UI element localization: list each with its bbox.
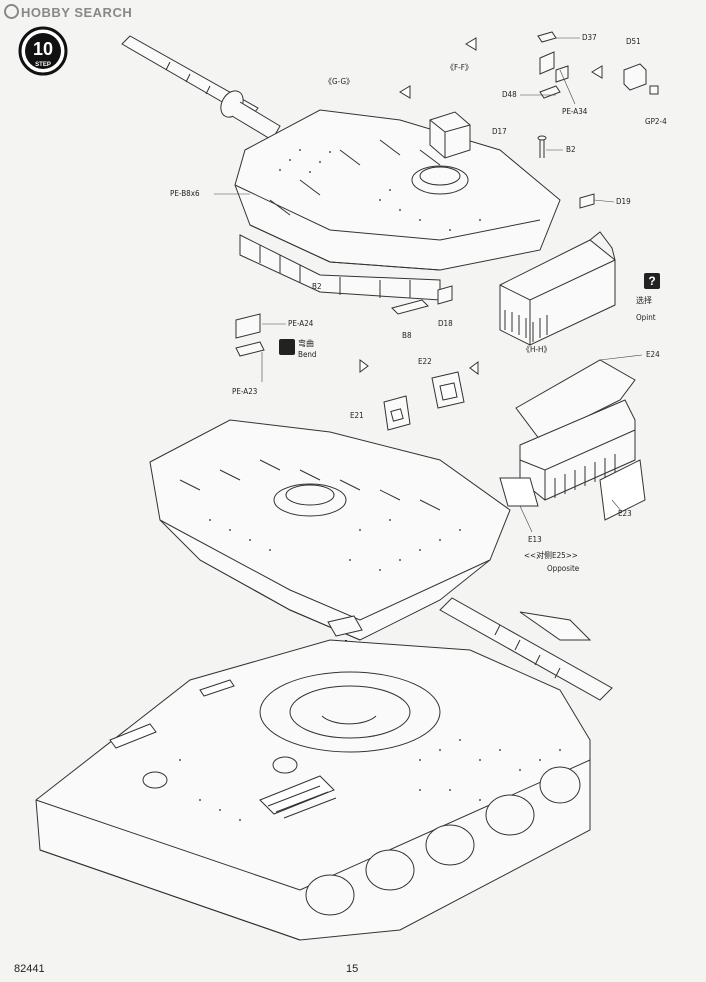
- label-gg: 《G-G》: [324, 77, 355, 86]
- track-links-b8: [391, 285, 453, 315]
- stowage-basket-right: [499, 359, 646, 521]
- bend-icon: [279, 339, 295, 355]
- step-label: STEP: [35, 62, 51, 68]
- tank-hull: [35, 639, 591, 941]
- label-b2-top: B2: [566, 145, 576, 154]
- label-d18: D18: [438, 319, 453, 328]
- watermark: HOBBY SEARCH: [4, 4, 132, 20]
- option-help-icon: ?: [644, 273, 660, 289]
- label-d48: D48: [502, 90, 517, 99]
- kit-code: 82441: [14, 963, 45, 975]
- step-number: 10: [33, 39, 53, 59]
- label-opposite-cn: <<对侧E25>>: [524, 551, 578, 560]
- hobby-search-logo-icon: [4, 4, 19, 19]
- label-option-cn: 选择: [636, 296, 652, 305]
- label-d37: D37: [582, 33, 597, 42]
- label-e22: E22: [418, 357, 432, 366]
- rear-basket-hh: [499, 231, 616, 346]
- turret-assembled: [149, 419, 613, 701]
- label-pe-a24: PE-A24: [288, 319, 314, 328]
- page-number: 15: [346, 963, 359, 975]
- label-pe-b8x6: PE-B8x6: [170, 189, 200, 198]
- label-ff: 《F-F》: [446, 63, 473, 72]
- label-b8: B8: [402, 331, 412, 340]
- turret-gun-barrel: [121, 35, 281, 141]
- label-e21: E21: [350, 411, 364, 420]
- label-gp2-4: GP2-4: [645, 117, 667, 126]
- label-opposite-en: Opposite: [547, 564, 580, 573]
- label-pe-a34: PE-A34: [562, 107, 588, 116]
- label-hh: 《H-H》: [522, 345, 552, 354]
- photo-etch-bend-parts: [235, 313, 265, 357]
- label-e13: E13: [528, 535, 542, 544]
- label-d19: D19: [616, 197, 631, 206]
- label-pe-a23: PE-A23: [232, 387, 258, 396]
- brackets-e21-e22: [383, 371, 465, 431]
- label-b2-bottom: B2: [312, 282, 322, 291]
- label-d17: D17: [492, 127, 507, 136]
- step-badge: 10 STEP: [18, 26, 68, 76]
- leader-lines: [214, 37, 643, 533]
- label-bend-cn: 弯曲: [298, 339, 314, 348]
- label-option-en: Opint: [636, 313, 656, 322]
- label-bend-en: Bend: [298, 350, 317, 359]
- label-e23: E23: [618, 509, 632, 518]
- label-e24: E24: [646, 350, 660, 359]
- label-d51: D51: [626, 37, 641, 46]
- turret-body: [234, 109, 561, 301]
